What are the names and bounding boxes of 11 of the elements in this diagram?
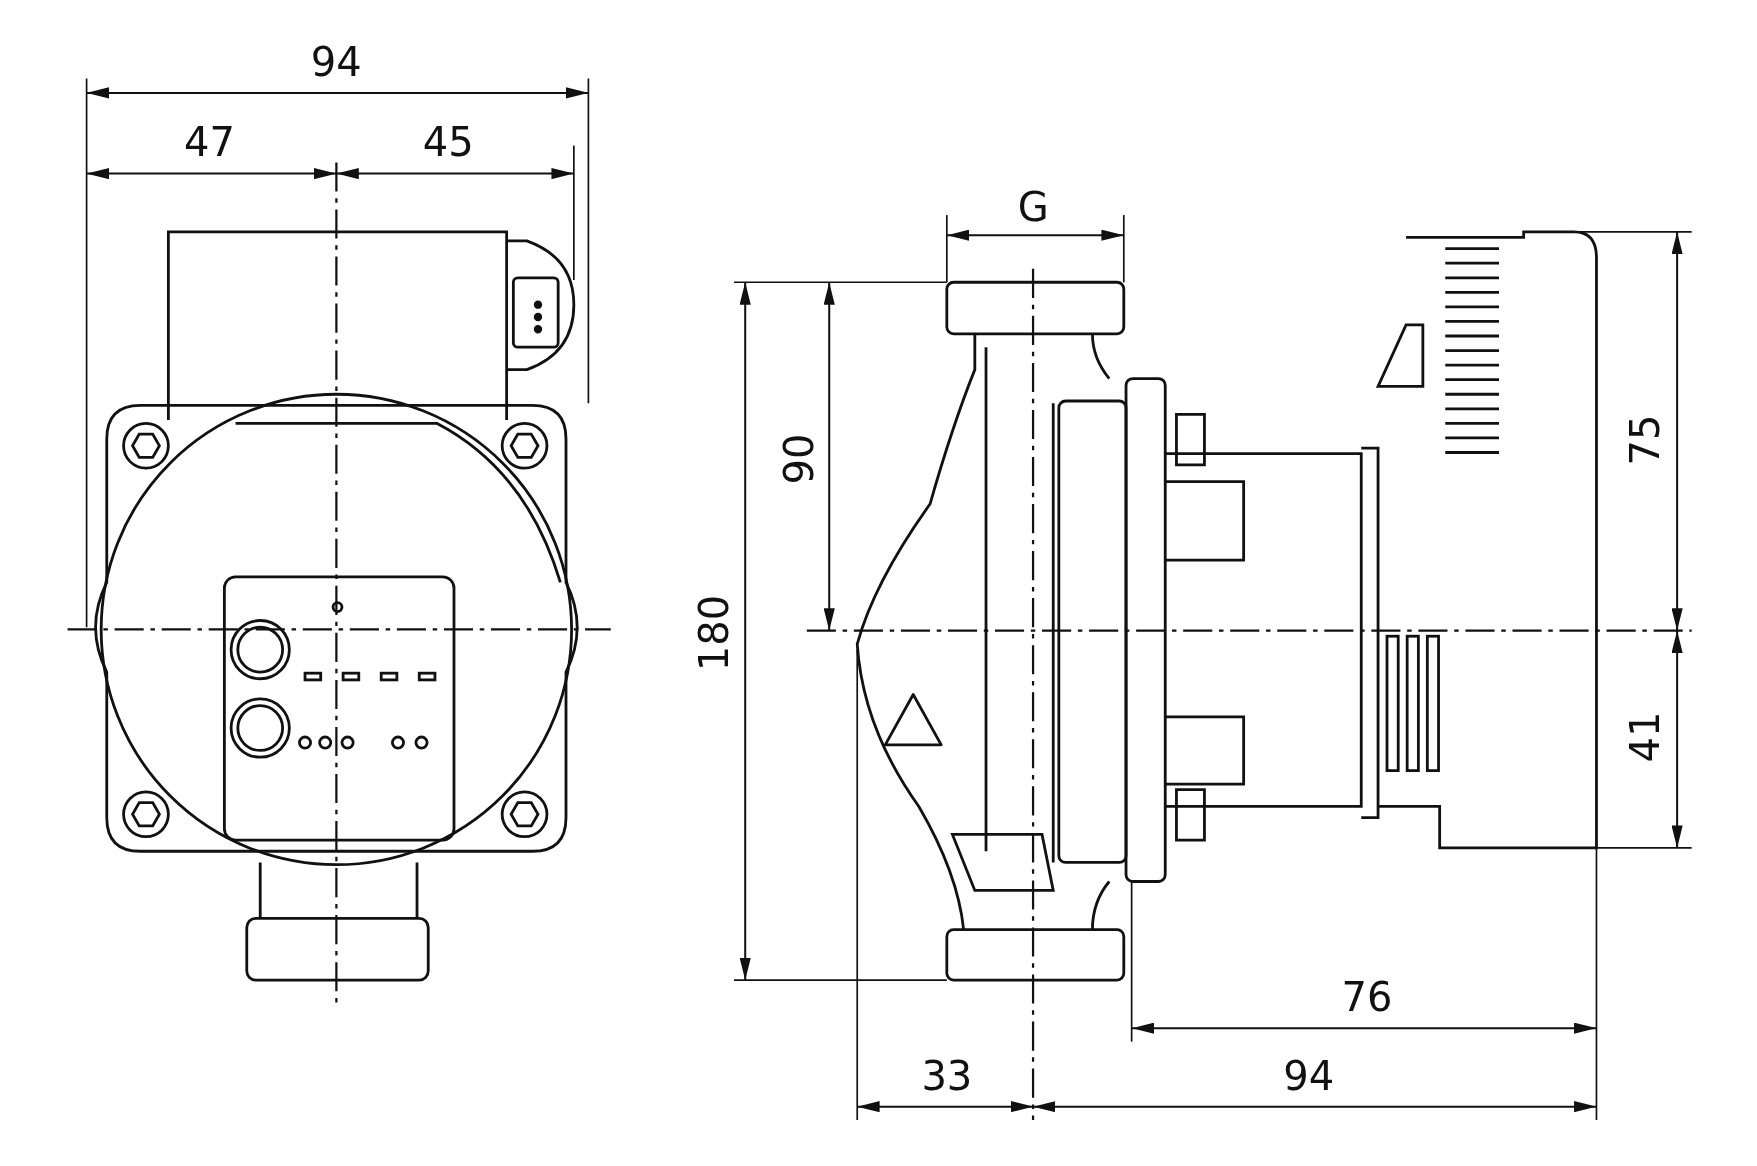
dimension-value: G: [1017, 187, 1049, 228]
dimension-value: 75: [1624, 414, 1665, 466]
dimension-value: 76: [1341, 977, 1393, 1018]
dimension-value: 94: [310, 41, 362, 82]
dimension-value: 33: [921, 1055, 973, 1096]
dimension-value: 180: [693, 594, 734, 672]
dimension-value: 94: [1283, 1055, 1335, 1096]
dimension-value: 90: [778, 433, 819, 485]
dimension-value: 47: [184, 122, 235, 163]
dimension-value: 41: [1624, 711, 1665, 763]
dimension-value: 45: [422, 122, 474, 163]
